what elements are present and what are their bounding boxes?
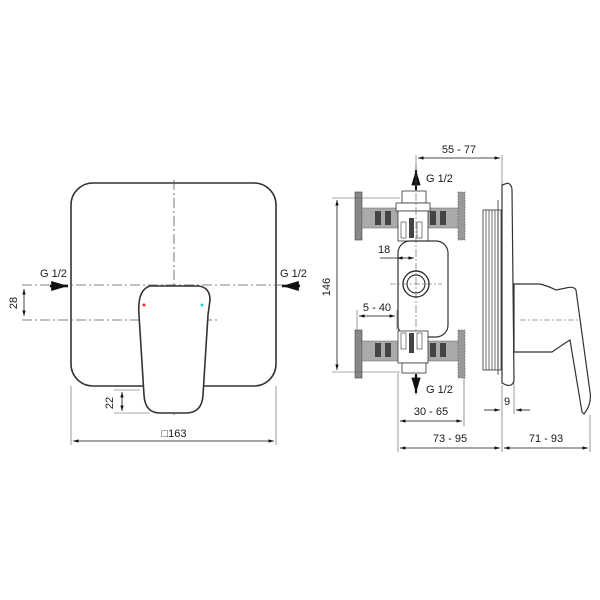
bottom-slot-3 (430, 343, 436, 357)
inlet-left-label: G 1/2 (40, 268, 67, 280)
top-nut-base (395, 202, 431, 212)
dim-73-95: 73 - 95 (433, 433, 467, 445)
bottom-slot-1 (375, 343, 381, 357)
dim-163: □163 (162, 428, 187, 440)
top-valve-slot-a (400, 221, 407, 239)
front-view: G 1/2 G 1/2 28 22 □163 (8, 180, 307, 445)
cold-indicator (200, 303, 204, 307)
dim-9: 9 (504, 396, 510, 408)
dim-71-93: 71 - 93 (529, 433, 563, 445)
dim-22: 22 (104, 397, 116, 409)
top-slot-2 (385, 211, 391, 225)
hot-indicator (142, 303, 146, 307)
inlet-right-label: G 1/2 (280, 268, 307, 280)
bottom-slot-2 (385, 343, 391, 357)
top-right-flange (457, 191, 466, 241)
cover-plate-side (501, 182, 515, 387)
top-nut (401, 190, 427, 204)
bottom-nut (401, 362, 427, 374)
bottom-valve-slot-b (409, 333, 414, 353)
lever-side (513, 283, 591, 415)
lever-handle (137, 285, 211, 414)
bottom-right-flange (457, 329, 466, 379)
top-slot-4 (440, 211, 446, 225)
bottom-outlet-label: G 1/2 (426, 384, 453, 396)
bottom-valve-slot-a (400, 332, 407, 350)
dim-55-77: 55 - 77 (442, 144, 476, 156)
bottom-left-flange (354, 329, 363, 379)
top-slot-1 (375, 211, 381, 225)
top-valve-slot-c (416, 221, 423, 239)
bottom-valve-slot-c (416, 332, 423, 350)
dim-18: 18 (378, 244, 390, 256)
dim-146: 146 (321, 278, 333, 296)
side-view: 55 - 77 G 1/2 (321, 144, 591, 452)
top-valve-slot-b (409, 218, 414, 238)
dim-5-40: 5 - 40 (363, 302, 391, 314)
top-left-flange (354, 191, 363, 241)
dim-28: 28 (8, 297, 20, 309)
bottom-slot-4 (440, 343, 446, 357)
top-slot-3 (430, 211, 436, 225)
dim-30-65: 30 - 65 (414, 406, 448, 418)
top-outlet-label: G 1/2 (426, 173, 453, 185)
